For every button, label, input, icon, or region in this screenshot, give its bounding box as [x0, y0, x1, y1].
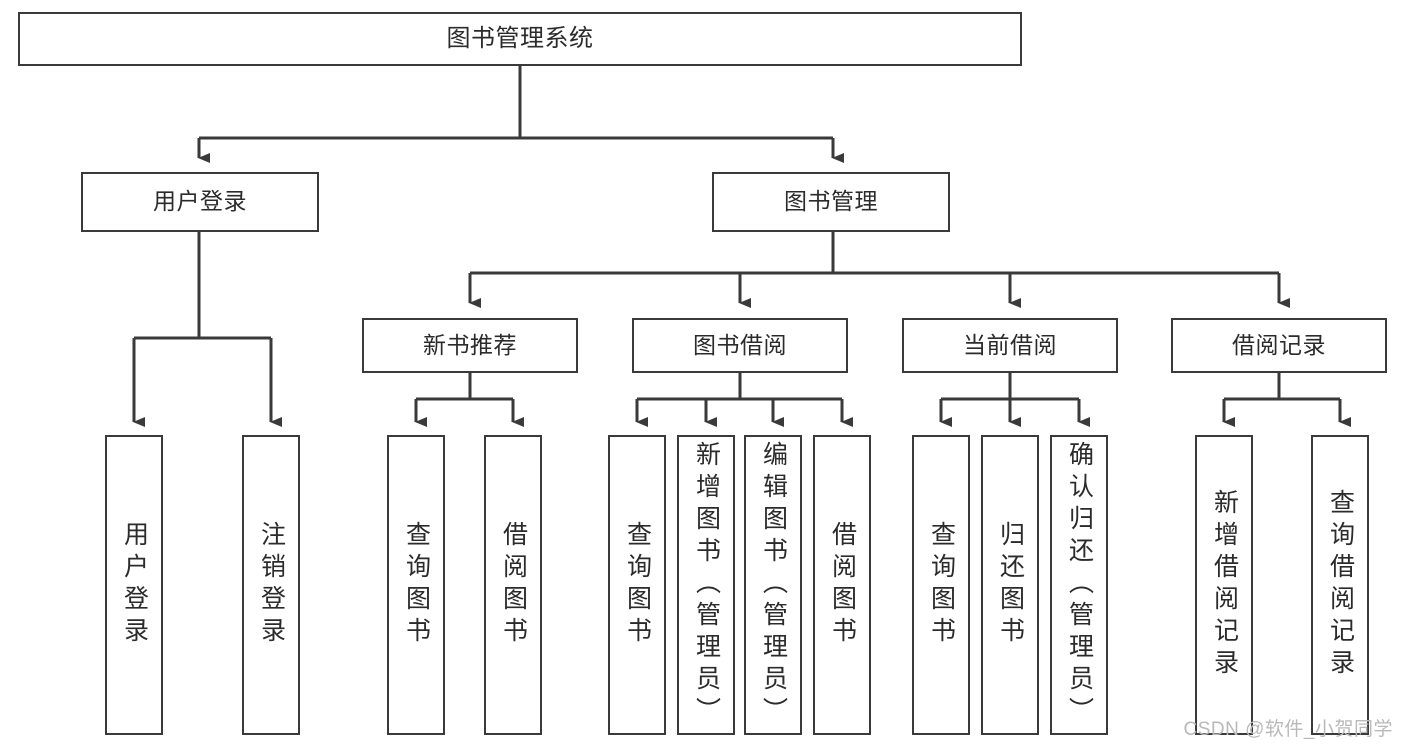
node-leaf-query-book-3-label: 查询图书 — [927, 521, 956, 649]
node-leaf-edit-book[interactable]: 编辑图书（管理员） — [744, 435, 802, 735]
node-leaf-add-record[interactable]: 新增借阅记录 — [1195, 435, 1253, 735]
node-current-borrow[interactable]: 当前借阅 — [902, 318, 1118, 373]
node-borrow-record-label: 借阅记录 — [1232, 331, 1326, 358]
node-leaf-confirm-return-label: 确认归还（管理员） — [1065, 441, 1094, 729]
node-user-login[interactable]: 用户登录 — [81, 172, 319, 232]
node-root-label: 图书管理系统 — [446, 24, 594, 52]
node-new-book-recommend[interactable]: 新书推荐 — [362, 318, 578, 373]
node-book-manage[interactable]: 图书管理 — [712, 172, 950, 232]
node-leaf-query-book-1-label: 查询图书 — [402, 521, 431, 649]
node-book-borrow[interactable]: 图书借阅 — [632, 318, 848, 373]
node-leaf-query-book-3[interactable]: 查询图书 — [912, 435, 970, 735]
node-leaf-borrow-book-1[interactable]: 借阅图书 — [484, 435, 542, 735]
node-leaf-user-login-label: 用户登录 — [120, 521, 149, 649]
node-book-borrow-label: 图书借阅 — [693, 331, 787, 358]
node-leaf-confirm-return[interactable]: 确认归还（管理员） — [1050, 435, 1108, 735]
watermark-text: CSDN @软件_小贺同学 — [1183, 719, 1393, 740]
node-leaf-borrow-book-2-label: 借阅图书 — [828, 521, 857, 649]
node-leaf-query-record[interactable]: 查询借阅记录 — [1311, 435, 1369, 735]
node-leaf-query-record-label: 查询借阅记录 — [1326, 489, 1355, 681]
node-book-manage-label: 图书管理 — [784, 188, 878, 215]
node-leaf-logout-login[interactable]: 注销登录 — [242, 435, 300, 735]
node-leaf-add-book[interactable]: 新增图书（管理员） — [677, 435, 735, 735]
node-leaf-add-record-label: 新增借阅记录 — [1210, 489, 1239, 681]
node-leaf-borrow-book-1-label: 借阅图书 — [499, 521, 528, 649]
node-leaf-borrow-book-2[interactable]: 借阅图书 — [813, 435, 871, 735]
node-user-login-label: 用户登录 — [153, 188, 247, 215]
node-borrow-record[interactable]: 借阅记录 — [1171, 318, 1387, 373]
node-current-borrow-label: 当前借阅 — [963, 331, 1057, 358]
node-leaf-return-book[interactable]: 归还图书 — [981, 435, 1039, 735]
node-new-book-recommend-label: 新书推荐 — [423, 331, 517, 358]
node-root[interactable]: 图书管理系统 — [18, 12, 1022, 66]
node-leaf-query-book-2[interactable]: 查询图书 — [608, 435, 666, 735]
node-leaf-query-book-1[interactable]: 查询图书 — [387, 435, 445, 735]
node-leaf-edit-book-label: 编辑图书（管理员） — [759, 441, 788, 729]
node-leaf-add-book-label: 新增图书（管理员） — [692, 441, 721, 729]
node-leaf-user-login[interactable]: 用户登录 — [105, 435, 163, 735]
node-leaf-logout-login-label: 注销登录 — [257, 521, 286, 649]
node-leaf-return-book-label: 归还图书 — [996, 521, 1025, 649]
node-leaf-query-book-2-label: 查询图书 — [623, 521, 652, 649]
